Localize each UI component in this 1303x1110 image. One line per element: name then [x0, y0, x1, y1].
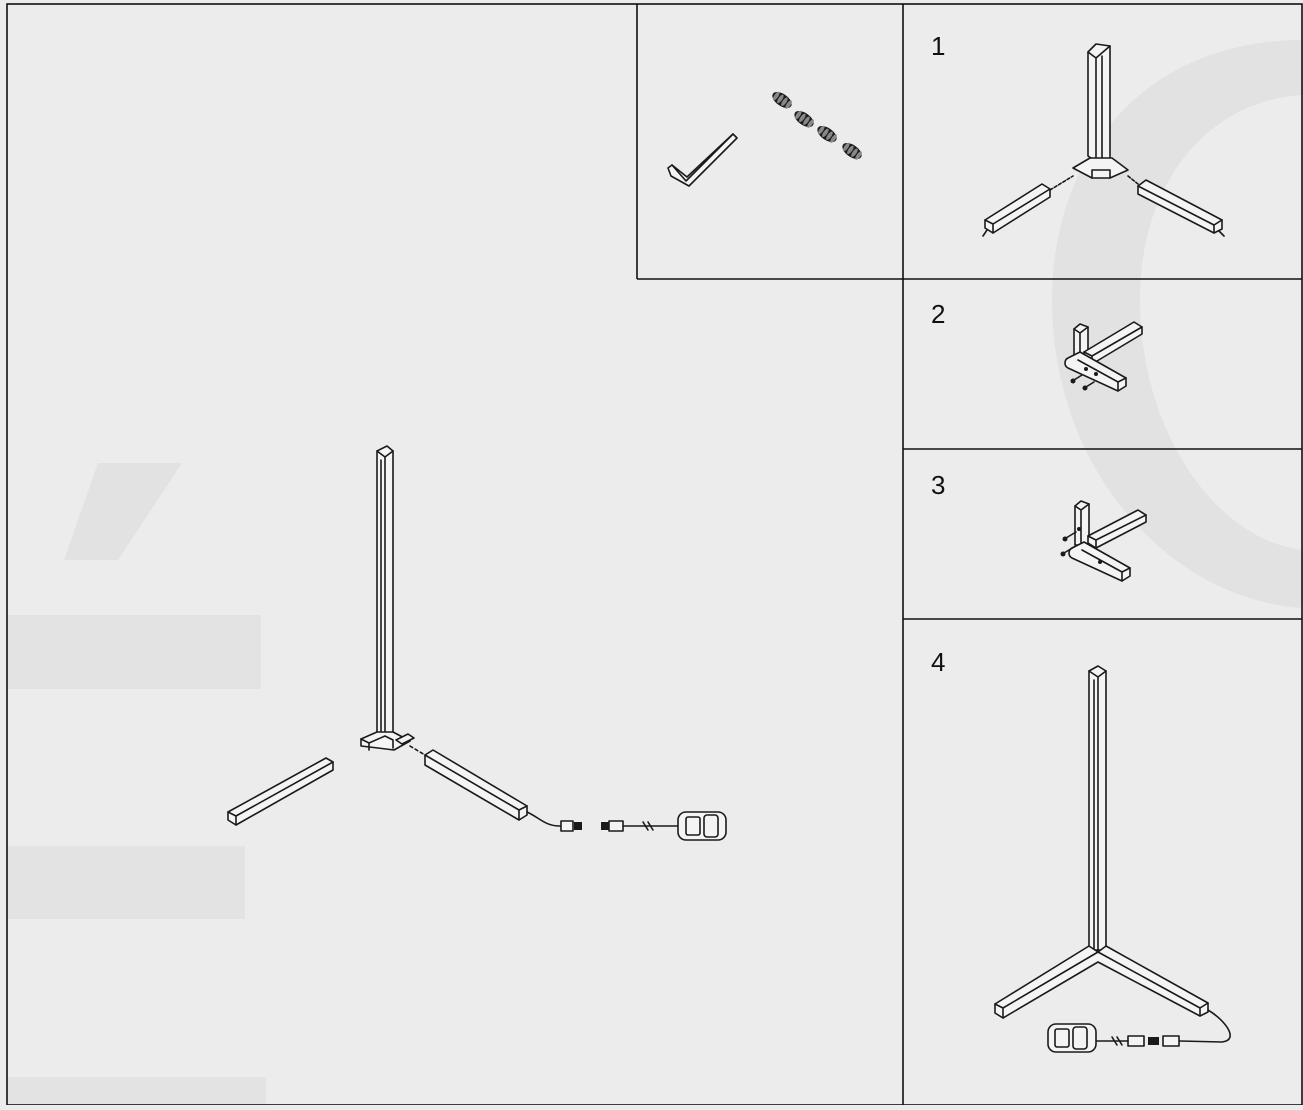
step-1-panel: 1	[931, 31, 1225, 237]
main-exploded-view	[227, 445, 727, 841]
step-1-assembly	[982, 43, 1225, 237]
step-4-panel: 4	[931, 647, 1231, 1053]
step-3-number: 3	[931, 470, 945, 500]
step-4-number: 4	[931, 647, 945, 677]
corner-connector	[360, 731, 415, 751]
step-2-number: 2	[931, 299, 945, 329]
step-2-panel: 2	[931, 299, 1143, 392]
parts-panel	[667, 91, 862, 187]
screws-icon	[772, 91, 862, 160]
step-3-panel: 3	[931, 470, 1147, 582]
hex-key-icon	[667, 133, 738, 187]
power-cable-icon	[526, 811, 679, 832]
vertical-bar	[376, 445, 394, 736]
left-bar	[227, 757, 334, 826]
step-3-detail	[1060, 500, 1147, 582]
step-2-detail	[1064, 321, 1143, 392]
step-4-assembled-lamp	[994, 665, 1231, 1053]
power-adapter-icon	[677, 811, 727, 841]
step-1-number: 1	[931, 31, 945, 61]
right-bar	[409, 745, 528, 821]
